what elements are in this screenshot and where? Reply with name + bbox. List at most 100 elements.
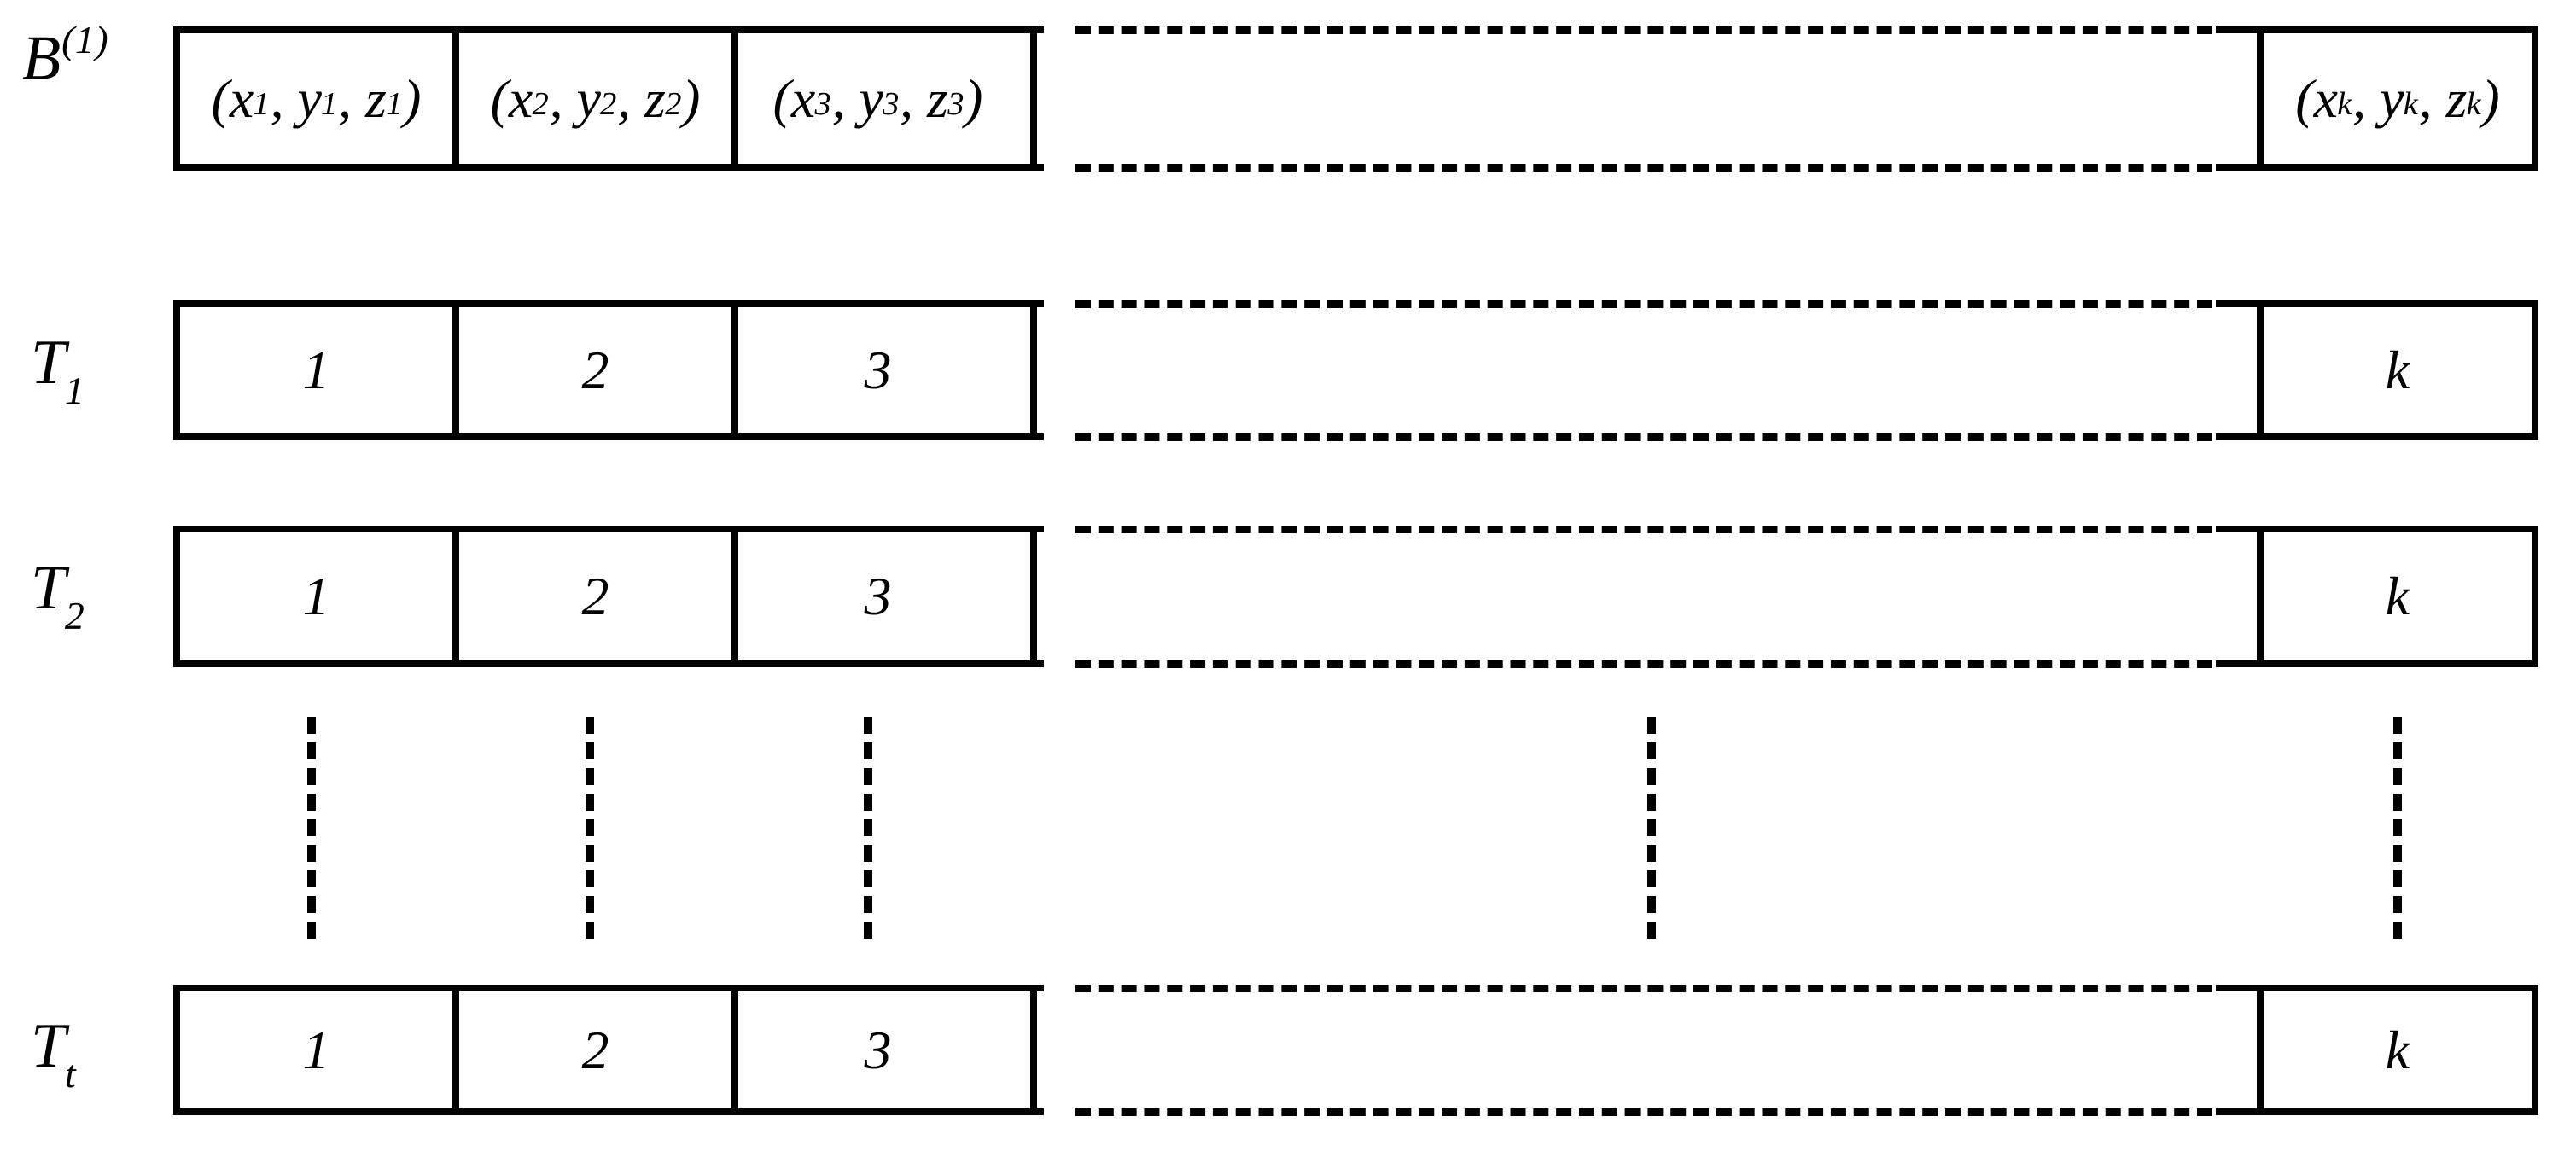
table-cell-last[interactable]: k [2257,300,2538,440]
cell-sub-y: 1 [321,86,338,123]
last-cell-stub-top [2216,985,2264,991]
cell-text: k [2385,340,2410,400]
cell-sub-x: k [2337,86,2352,123]
block-stub-top [1030,300,1044,307]
block-stub-bottom [1030,164,1044,171]
cell-sub-z: 3 [947,86,965,123]
cell-sub-x: 1 [253,86,270,123]
row-label-block: B(1) [22,20,108,90]
row-label-base: B [22,23,61,94]
vertical-ellipsis-middle [1647,717,1656,939]
cell-sub-z: 1 [386,86,403,123]
tt-row-cells: 1 2 3 [173,985,1037,1115]
continuation-line-bottom [1075,164,2212,172]
cell-text: 1 [302,566,330,626]
cell-text-z: , z [617,67,666,129]
t1-row-cells: 1 2 3 [173,300,1037,440]
vertical-ellipsis-col1 [307,717,316,939]
table-cell-last[interactable]: k [2257,985,2538,1115]
row-label-subscript: 1 [64,368,85,412]
cell-text-z: , z [2418,67,2468,129]
table-cell[interactable]: 1 [180,307,459,433]
cell-text-close: ) [682,67,701,129]
cell-text-y: , y [2352,67,2404,129]
cell-text-close: ) [965,67,983,129]
continuation-line-bottom [1075,433,2212,441]
row-label-superscript: (1) [61,18,109,62]
continuation-line-top [1075,300,2212,308]
t2-row-cells: 1 2 3 [173,526,1037,667]
cell-text: 2 [581,566,609,626]
cell-text: k [2385,1019,2410,1080]
cell-text-x: (x [772,67,816,129]
continuation-line-bottom [1075,1108,2212,1116]
table-cell[interactable]: 2 [459,307,738,433]
cell-text-y: , y [831,67,883,129]
table-cell[interactable]: 1 [180,532,459,660]
last-cell-stub-bottom [2216,660,2264,667]
cell-text: 3 [864,566,892,626]
row-label-tt: Tt [31,1015,78,1093]
table-cell[interactable]: 1 [180,991,459,1108]
cell-text-z: , z [900,67,948,129]
cell-text: 3 [864,1019,892,1080]
cell-text-x: (x [2295,67,2338,129]
table-cell[interactable]: 3 [738,532,1017,660]
last-cell-stub-top [2216,526,2264,532]
vertical-ellipsis-last [2393,717,2402,939]
continuation-line-top [1075,526,2212,533]
cell-text-z: , z [338,67,387,129]
cell-text: 1 [302,1019,330,1080]
block-stub-top [1030,526,1044,532]
cell-text: k [2385,566,2410,626]
cell-sub-x: 2 [532,86,549,123]
block-stub-bottom [1030,433,1044,440]
vertical-ellipsis-col2 [586,717,594,939]
table-cell[interactable]: 2 [459,532,738,660]
cell-sub-y: 3 [883,86,900,123]
block-stub-top [1030,26,1044,33]
last-cell-stub-top [2216,26,2264,33]
table-cell-last[interactable]: k [2257,526,2538,667]
cell-text: 2 [581,1019,609,1080]
table-cell[interactable]: 3 [738,991,1017,1108]
cell-text-close: ) [2481,67,2500,129]
cell-text-x: (x [211,67,254,129]
cell-text-y: , y [270,67,322,129]
row-label-subscript: t [64,1051,77,1096]
cell-text-close: ) [403,67,422,129]
row-label-base: T [31,1011,67,1081]
cell-sub-z: 2 [665,86,682,123]
cell-sub-y: 2 [600,86,617,123]
block-stub-top [1030,985,1044,991]
cell-text-x: (x [490,67,533,129]
continuation-line-top [1075,26,2212,34]
cell-text-y: , y [549,67,601,129]
last-cell-stub-top [2216,300,2264,307]
row-label-base: T [31,553,67,623]
table-cell[interactable]: 2 [459,991,738,1108]
cell-sub-z: k [2466,86,2481,123]
cell-sub-y: k [2403,86,2418,123]
block-stub-bottom [1030,1108,1044,1115]
cell-sub-x: 3 [814,86,831,123]
row-label-t1: T1 [31,328,86,410]
block-stub-bottom [1030,660,1044,667]
vertical-ellipsis-col3 [864,717,872,939]
row-label-base: T [31,328,67,398]
cell-text: 1 [302,340,330,400]
continuation-line-bottom [1075,660,2212,668]
continuation-line-top [1075,985,2212,992]
cell-text: 2 [581,340,609,400]
cell-text: 3 [864,340,892,400]
table-cell[interactable]: 3 [738,307,1017,433]
last-cell-stub-bottom [2216,1108,2264,1115]
last-cell-stub-bottom [2216,433,2264,440]
row-label-t2: T2 [31,553,86,635]
